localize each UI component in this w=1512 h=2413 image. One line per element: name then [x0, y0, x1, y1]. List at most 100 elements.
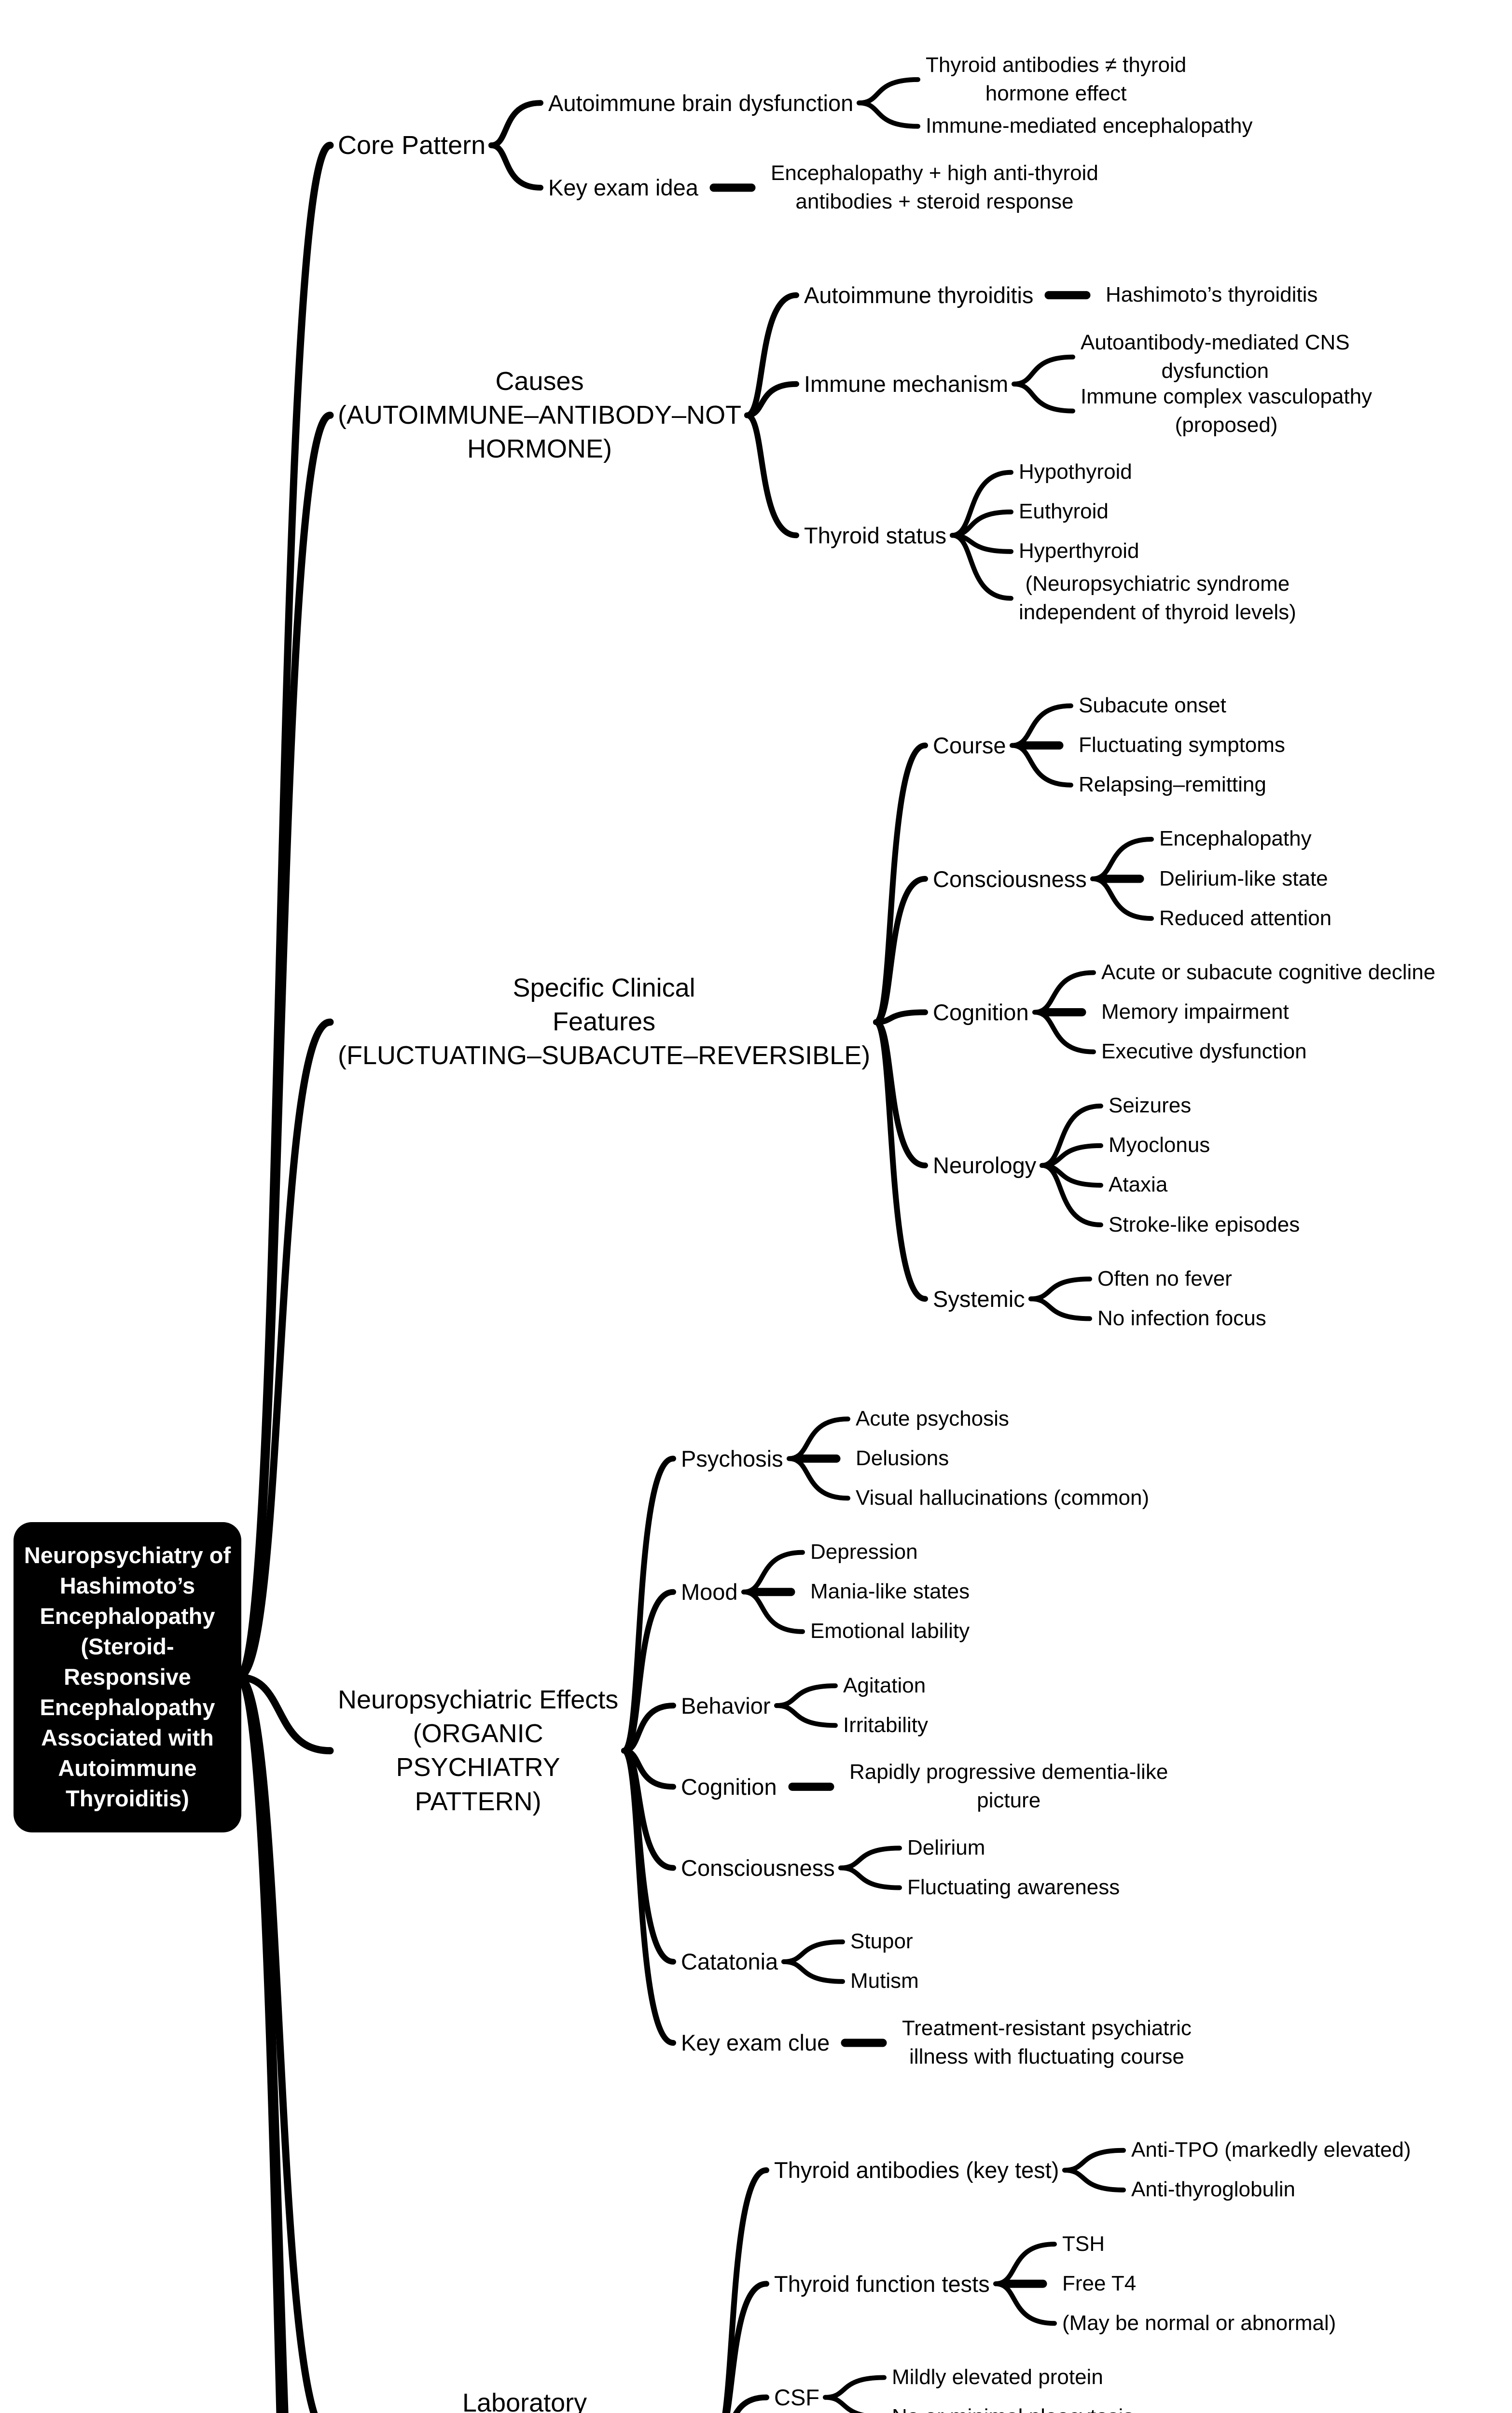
- leaf-label-fluctuating-awareness: Fluctuating awareness: [907, 1875, 1120, 1899]
- leaf-label-fluctuating-symptoms: Fluctuating symptoms: [1079, 733, 1285, 757]
- connector-curve: [1012, 354, 1075, 387]
- leaf-label-often-no-fever: Often no fever: [1097, 1267, 1232, 1290]
- connector-branch-topic: [488, 100, 543, 149]
- branch-label-specific-clinical-features-fluctuating-sub: Specific Clinical Features (FLUCTUATING–…: [338, 973, 871, 1070]
- leaf-label-immune-mediated-encephalopathy: Immune-mediated encephalopathy: [926, 114, 1253, 138]
- connector-curve: [1062, 2148, 1126, 2173]
- leaf-label-hypothyroid: Hypothyroid: [1019, 460, 1132, 484]
- connector-curve: [774, 1683, 838, 1708]
- topic-label-systemic: Systemic: [933, 1286, 1025, 1312]
- connector-curve: [993, 2281, 1057, 2326]
- topic-label-consciousness: Consciousness: [681, 1855, 835, 1881]
- leaf-label-subacute-onset: Subacute onset: [1079, 693, 1226, 717]
- leaf-label-hyperthyroid: Hyperthyroid: [1019, 539, 1139, 563]
- connector-curve: [857, 77, 920, 106]
- connector-curve: [1010, 703, 1073, 748]
- connector-root-branch: [235, 411, 334, 1681]
- connector-root-branch: [235, 1018, 334, 1681]
- connector-curve: [950, 509, 1013, 538]
- connector-curve: [838, 1865, 902, 1890]
- connector-curve: [1040, 1163, 1103, 1228]
- connector-curve: [741, 1589, 805, 1634]
- connector-branch-topic: [722, 2167, 769, 2413]
- leaf-label-immune-complex-vasculopathy-proposed: Immune complex vasculopathy (proposed): [1081, 385, 1373, 437]
- leaf-label-agitation: Agitation: [843, 1674, 926, 1697]
- connector-curve: [1090, 836, 1154, 882]
- connector-branch-topic: [733, 2394, 769, 2413]
- connector-curve: [950, 533, 1013, 601]
- leaf-label-seizures: Seizures: [1109, 1094, 1192, 1117]
- leaf-label-tsh: TSH: [1062, 2232, 1105, 2256]
- topic-label-behavior: Behavior: [681, 1693, 771, 1719]
- leaf-label-acute-or-subacute-cognitive-decline: Acute or subacute cognitive decline: [1101, 960, 1436, 984]
- leaf-label-mania-like-states: Mania-like states: [810, 1580, 970, 1603]
- connector-curve: [774, 1703, 838, 1728]
- topic-label-autoimmune-brain-dysfunction: Autoimmune brain dysfunction: [548, 90, 854, 116]
- connector-branch-topic: [744, 292, 799, 418]
- connector-curve: [1040, 1103, 1103, 1168]
- branch-label-neuropsychiatric-effects-organic-psychiatr: Neuropsychiatric Effects (ORGANIC PSYCHI…: [338, 1685, 619, 1816]
- connector-curve: [1032, 1010, 1096, 1054]
- connector-curve: [857, 100, 920, 129]
- topic-label-mood: Mood: [681, 1579, 738, 1605]
- connector-curve: [1028, 1296, 1092, 1321]
- leaf-label-relapsing-remitting: Relapsing–remitting: [1079, 773, 1266, 796]
- connector-curve: [823, 2395, 865, 2413]
- leaf-label-delusions: Delusions: [856, 1446, 949, 1470]
- leaf-label-acute-psychosis: Acute psychosis: [856, 1407, 1009, 1430]
- connector-branch-topic: [744, 381, 799, 418]
- connector-curve: [993, 2242, 1057, 2287]
- leaf-label-delirium: Delirium: [907, 1836, 985, 1859]
- leaf-label-depression: Depression: [810, 1540, 918, 1564]
- topic-label-immune-mechanism: Immune mechanism: [804, 371, 1009, 397]
- connector-root-branch: [235, 1673, 284, 2413]
- connector-curve: [741, 1550, 805, 1595]
- connector-branch-topic: [873, 1019, 928, 1302]
- leaf-label-encephalopathy: Encephalopathy: [1159, 827, 1312, 850]
- topic-label-cognition: Cognition: [933, 999, 1029, 1025]
- topic-label-thyroid-antibodies-key-test: Thyroid antibodies (key test): [774, 2157, 1059, 2183]
- leaf-label-rapidly-progressive-dementia-like-picture: Rapidly progressive dementia-like pictur…: [849, 1760, 1168, 1812]
- topic-label-catatonia: Catatonia: [681, 1949, 778, 1974]
- leaf-label-treatment-resistant-psychiatric-illness-wi: Treatment-resistant psychiatric illness …: [902, 2016, 1192, 2068]
- connector-branch-topic: [724, 2281, 769, 2413]
- branch-label-core-pattern: Core Pattern: [338, 131, 486, 160]
- connector-curve: [1028, 1276, 1092, 1302]
- connector-branch-topic: [621, 1589, 676, 1754]
- topic-label-consciousness: Consciousness: [933, 866, 1087, 892]
- connector-branch-topic: [873, 1009, 928, 1025]
- leaf-label-free-t4: Free T4: [1062, 2272, 1137, 2295]
- branch-label-laboratory-investigations-antibodies-csf-e: Laboratory Investigations (ANTIBODIES–CS…: [462, 2388, 587, 2413]
- connector-curve: [950, 470, 1013, 538]
- leaf-label-anti-tpo-markedly-elevated: Anti-TPO (markedly elevated): [1131, 2138, 1411, 2162]
- connector-curve: [787, 1456, 850, 1501]
- topic-label-thyroid-status: Thyroid status: [804, 523, 947, 548]
- topic-label-course: Course: [933, 733, 1006, 758]
- leaf-label-myoclonus: Myoclonus: [1109, 1133, 1210, 1157]
- leaf-label-anti-thyroglobulin: Anti-thyroglobulin: [1131, 2177, 1295, 2201]
- leaf-label-stupor: Stupor: [850, 1929, 913, 1953]
- topic-label-thyroid-function-tests: Thyroid function tests: [774, 2271, 990, 2297]
- leaf-label-reduced-attention: Reduced attention: [1159, 906, 1332, 930]
- topic-label-csf: CSF: [774, 2385, 819, 2410]
- leaf-label-may-be-normal-or-abnormal: (May be normal or abnormal): [1062, 2311, 1336, 2335]
- leaf-label-mildly-elevated-protein: Mildly elevated protein: [892, 2365, 1103, 2389]
- leaf-label-memory-impairment: Memory impairment: [1101, 1000, 1289, 1024]
- connector-branch-topic: [621, 1703, 676, 1754]
- connector-curve: [787, 1416, 850, 1461]
- branch-label-causes-autoimmune-antibody-not-hormone: Causes (AUTOIMMUNE–ANTIBODY–NOT HORMONE): [338, 367, 742, 464]
- topic-label-neurology: Neurology: [933, 1152, 1037, 1178]
- connector-root-branch: [235, 1673, 334, 1755]
- connector-curve: [781, 1939, 845, 1964]
- leaf-label-no-or-minimal-pleocytosis: No or minimal pleocytosis: [892, 2403, 1134, 2413]
- leaf-label-hashimoto-s-thyroiditis: Hashimoto’s thyroiditis: [1106, 283, 1318, 306]
- connector-curve: [1032, 970, 1096, 1015]
- leaf-label-emotional-lability: Emotional lability: [810, 1619, 970, 1643]
- connector-curve: [1012, 381, 1075, 414]
- topic-label-cognition: Cognition: [681, 1774, 777, 1800]
- leaf-label-stroke-like-episodes: Stroke-like episodes: [1109, 1213, 1300, 1236]
- leaf-label-encephalopathy-high-anti-thyroid-antibodie: Encephalopathy + high anti-thyroid antib…: [771, 161, 1098, 213]
- connector-branch-topic: [621, 1747, 676, 2046]
